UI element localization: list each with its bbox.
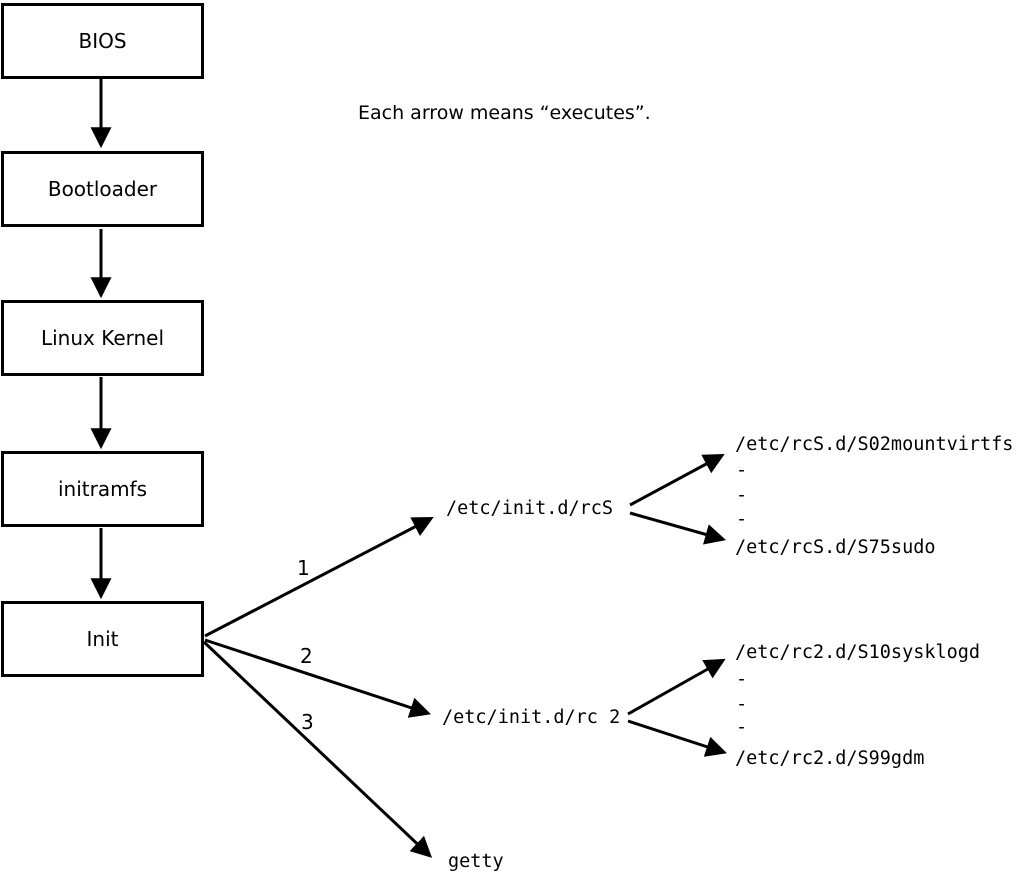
node-bios-label: BIOS [78, 29, 127, 53]
arrow-init-to-getty [202, 640, 433, 858]
node-kernel: Linux Kernel [1, 300, 204, 376]
node-init-label: Init [86, 627, 119, 651]
arrow-rcS-to-s75 [629, 511, 727, 545]
label-rc2-ellipsis-3: - [736, 717, 748, 738]
label-rcS-ellipsis-2: - [736, 485, 748, 506]
label-rcS-ellipsis-1: - [736, 460, 748, 481]
label-rcS-s75sudo: /etc/rcS.d/S75sudo [735, 537, 936, 558]
label-rc2-s10sysklogd: /etc/rc2.d/S10sysklogd [735, 642, 981, 663]
arrow-init-to-rcS [204, 517, 434, 638]
label-rcS-ellipsis-3: - [736, 509, 748, 530]
label-init-d-rcS: /etc/init.d/rcS [446, 498, 614, 519]
label-rcS-s02mountvirtfs: /etc/rcS.d/S02mountvirtfs [735, 434, 1014, 455]
arrow-rc2-to-s10 [627, 658, 726, 716]
node-bootloader-label: Bootloader [47, 177, 158, 201]
node-initramfs: initramfs [1, 451, 204, 527]
label-getty: getty [448, 851, 504, 872]
label-rc2-ellipsis-2: - [736, 694, 748, 715]
branch-3-number: 3 [301, 710, 314, 734]
arrow-rcS-to-s02 [629, 454, 725, 507]
arrow-rc2-to-s99 [627, 719, 727, 757]
node-bios: BIOS [1, 3, 204, 79]
node-initramfs-label: initramfs [57, 477, 148, 501]
node-init: Init [1, 601, 204, 677]
branch-1-number: 1 [297, 556, 310, 580]
diagram-caption: Each arrow means “executes”. [358, 102, 651, 124]
label-init-d-rc2: /etc/init.d/rc 2 [442, 707, 621, 728]
branch-2-number: 2 [300, 644, 313, 668]
node-kernel-label: Linux Kernel [40, 326, 165, 350]
label-rc2-s99gdm: /etc/rc2.d/S99gdm [735, 748, 925, 769]
node-bootloader: Bootloader [1, 151, 204, 227]
arrow-init-to-rc2 [204, 638, 431, 718]
label-rc2-ellipsis-1: - [736, 669, 748, 690]
